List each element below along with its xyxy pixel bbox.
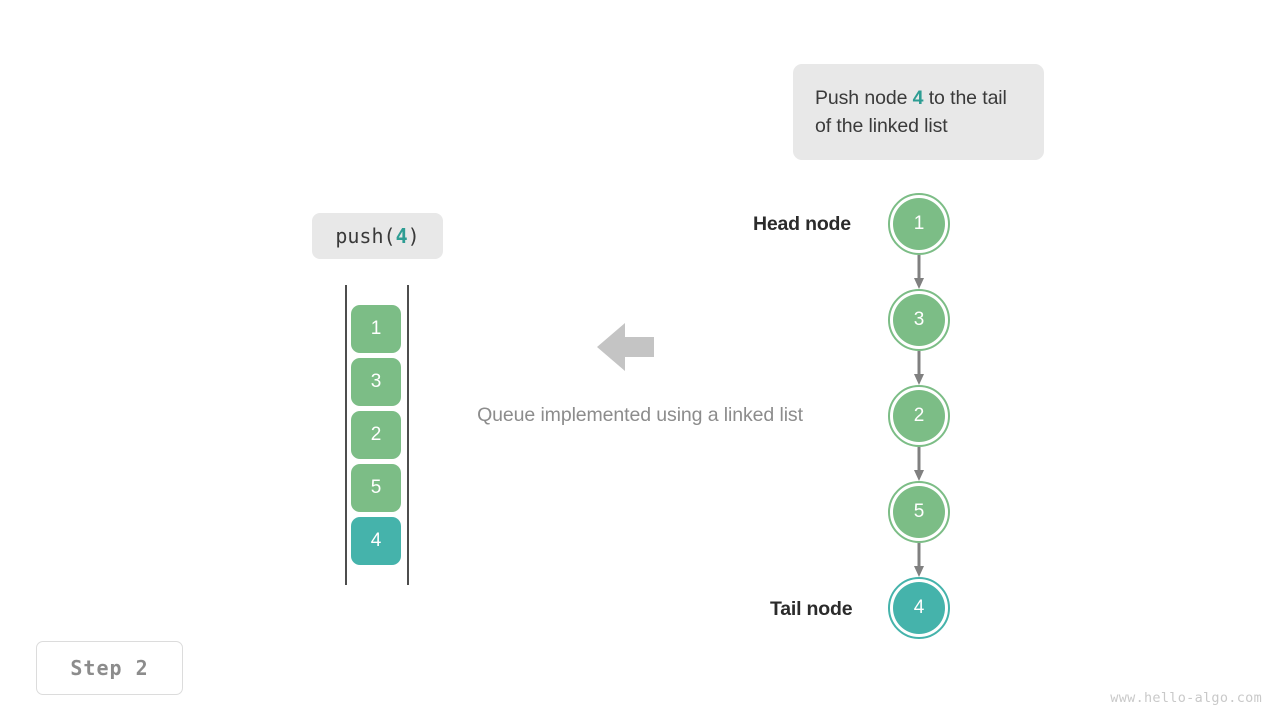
- array-cell: 5: [351, 464, 401, 512]
- operation-argument: 4: [395, 224, 408, 248]
- watermark: www.hello-algo.com: [1110, 690, 1262, 706]
- linked-list-node: 3: [888, 289, 950, 351]
- node-connector-arrow-icon: [914, 447, 924, 481]
- step-badge: Step 2: [36, 641, 183, 695]
- linked-list-column: 1 3 2 5 4: [888, 193, 952, 643]
- description-accent-value: 4: [912, 87, 924, 109]
- description-text: Push node 4 to the tail of the linked li…: [815, 84, 1022, 140]
- linked-list-node-value: 1: [893, 198, 945, 250]
- array-cell: 1: [351, 305, 401, 353]
- node-connector-arrow-icon: [914, 543, 924, 577]
- diagram-caption: Queue implemented using a linked list: [477, 404, 803, 426]
- array-cell: 4: [351, 517, 401, 565]
- linked-list-node: 4: [888, 577, 950, 639]
- linked-list-node: 2: [888, 385, 950, 447]
- array-rail-right: [407, 285, 409, 585]
- array-cell-list: 1 3 2 5 4: [351, 305, 401, 565]
- node-connector-arrow-icon: [914, 351, 924, 385]
- linked-list-node-value: 5: [893, 486, 945, 538]
- array-cell: 2: [351, 411, 401, 459]
- linked-list-node: 5: [888, 481, 950, 543]
- operation-suffix: ): [407, 224, 420, 248]
- head-node-label: Head node: [753, 213, 851, 235]
- linked-list-node-value: 2: [893, 390, 945, 442]
- queue-array-column: 1 3 2 5 4: [345, 285, 409, 585]
- description-text-before: Push node: [815, 87, 913, 109]
- array-rail-left: [345, 285, 347, 585]
- operation-label: push(4): [312, 213, 443, 259]
- linked-list-node: 1: [888, 193, 950, 255]
- description-text-after: to the tail of the linked list: [815, 87, 1007, 137]
- linked-list-node-value: 3: [893, 294, 945, 346]
- array-cell: 3: [351, 358, 401, 406]
- linked-list-node-value: 4: [893, 582, 945, 634]
- description-callout: Push node 4 to the tail of the linked li…: [793, 64, 1044, 160]
- arrow-left-icon: [597, 322, 654, 372]
- operation-prefix: push(: [335, 224, 396, 248]
- tail-node-label: Tail node: [770, 598, 853, 620]
- node-connector-arrow-icon: [914, 255, 924, 289]
